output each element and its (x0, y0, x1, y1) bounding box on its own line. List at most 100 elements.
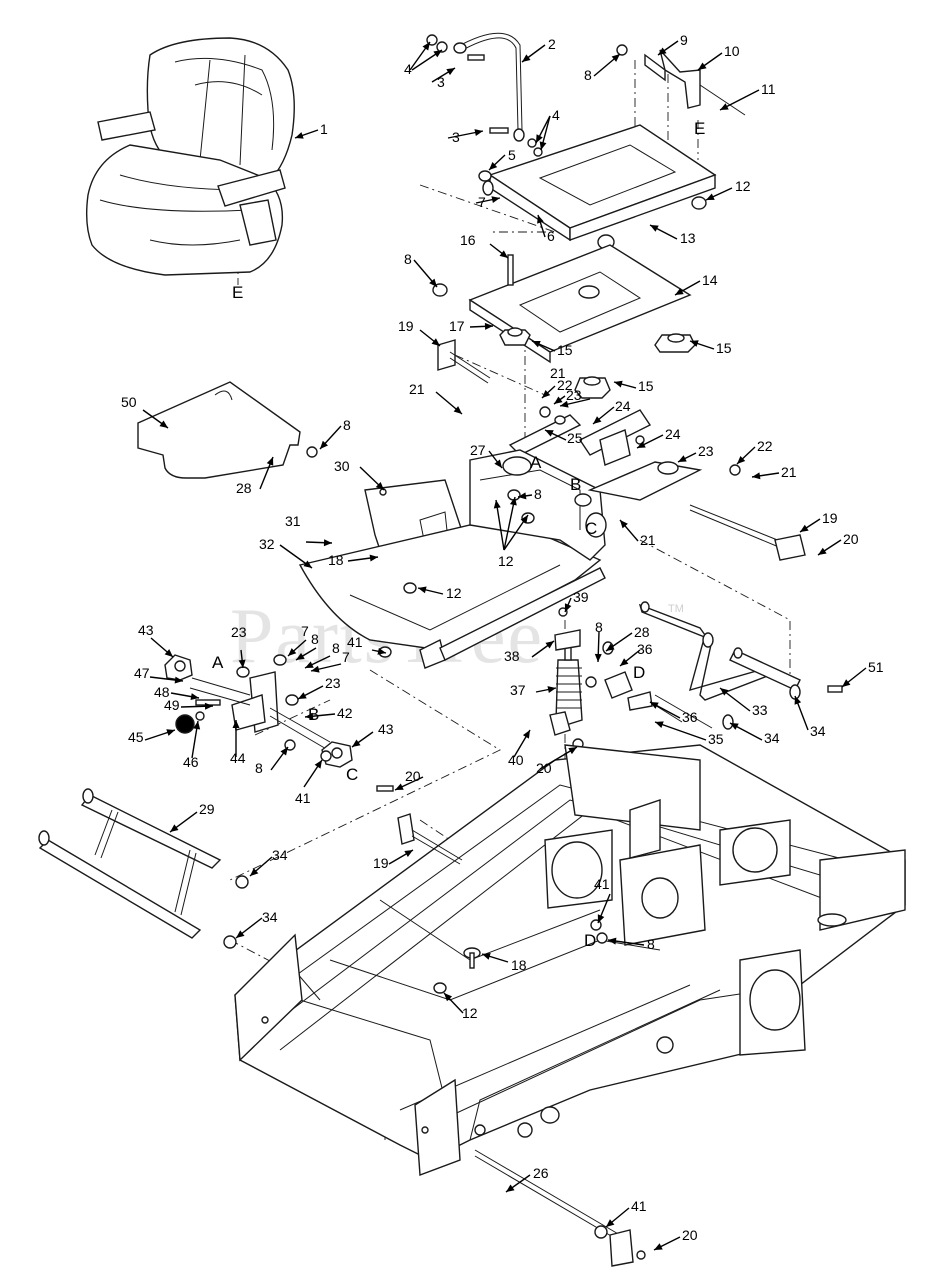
leader-arrowhead (800, 524, 809, 532)
leader-arrowhead (650, 702, 659, 709)
callout-47: 47 (134, 665, 150, 681)
leader-arrowhead (518, 492, 527, 500)
leader-arrowhead (164, 649, 173, 657)
callout-43: 43 (378, 721, 394, 737)
leader-arrowhead (522, 54, 531, 62)
callout-4: 4 (404, 61, 412, 77)
leader-arrowhead (311, 665, 320, 673)
leader-arrowhead (170, 824, 179, 832)
leader-arrowhead (190, 693, 199, 701)
callout-7: 7 (301, 623, 309, 639)
pin-part-19-right (587, 461, 806, 561)
callout-43: 43 (138, 622, 154, 638)
callout-46: 46 (183, 754, 199, 770)
callout-30: 30 (334, 458, 350, 474)
callout-34: 34 (272, 847, 288, 863)
callout-20: 20 (536, 760, 552, 776)
leader-arrowhead (594, 653, 602, 662)
leader-arrowhead (323, 539, 332, 547)
callout-21: 21 (781, 464, 797, 480)
ref-letter-b-upper: B (570, 475, 581, 494)
leader-arrowhead (606, 1219, 615, 1227)
leader-arrowhead (678, 455, 687, 462)
callout-21: 21 (409, 381, 425, 397)
u-frame-part-33 (585, 601, 843, 730)
ref-letter-c-upper: C (585, 519, 597, 538)
callout-8: 8 (255, 760, 263, 776)
callout-23: 23 (231, 624, 247, 640)
leader-arrowhead (560, 400, 569, 408)
cable-part-2 (426, 32, 543, 157)
callout-12: 12 (446, 585, 462, 601)
callout-51: 51 (868, 659, 884, 675)
leader-arrowhead (706, 193, 715, 200)
leader-arrowhead (305, 712, 314, 720)
leader-arrowhead (536, 134, 543, 143)
leader-arrowhead (431, 338, 440, 346)
leader-arrowhead (298, 692, 307, 699)
leader-arrowhead (818, 547, 827, 555)
callout-8: 8 (332, 640, 340, 656)
reference-letters: E E A B C D A B C D (212, 119, 705, 950)
leader-arrowhead (166, 729, 175, 736)
callout-27: 27 (470, 442, 486, 458)
cross-frame-part-29 (38, 788, 249, 949)
leader-arrowhead (232, 720, 240, 728)
callout-19: 19 (398, 318, 414, 334)
callout-48: 48 (154, 684, 170, 700)
ref-letter-c-lower: C (346, 765, 358, 784)
leader-arrowhead (377, 647, 386, 655)
callout-26: 26 (533, 1165, 549, 1181)
leader-arrowhead (554, 396, 563, 404)
leader-arrowhead (453, 406, 462, 414)
leader-arrowhead (433, 50, 442, 58)
callout-34: 34 (764, 730, 780, 746)
callout-41: 41 (594, 876, 610, 892)
callout-18: 18 (328, 552, 344, 568)
ref-letter-e-plate: E (694, 119, 705, 138)
callout-28: 28 (634, 624, 650, 640)
leader-arrowhead (730, 723, 739, 730)
callout-15: 15 (557, 342, 573, 358)
leader-arrowhead (547, 686, 556, 694)
leader-arrowhead (545, 430, 554, 437)
leader-arrowhead (444, 993, 453, 1002)
leader-arrowhead (395, 783, 404, 790)
leader-arrowhead (842, 679, 851, 687)
callout-49: 49 (164, 697, 180, 713)
shock-absorber-part-37 (549, 607, 584, 750)
leader-arrowhead (352, 739, 361, 747)
callout-8: 8 (595, 619, 603, 635)
callout-39: 39 (573, 589, 589, 605)
callout-15: 15 (716, 340, 732, 356)
callout-41: 41 (631, 1198, 647, 1214)
leader-arrowhead (606, 643, 615, 651)
callout-10: 10 (724, 43, 740, 59)
ref-letter-d-lower: D (584, 931, 596, 950)
leader-arrowhead (537, 215, 544, 224)
leader-arrowhead (522, 730, 530, 739)
leader-arrowhead (446, 68, 455, 76)
callout-9: 9 (680, 32, 688, 48)
ref-letter-e-seat: E (232, 283, 243, 302)
callout-12: 12 (735, 178, 751, 194)
callout-34: 34 (810, 723, 826, 739)
leader-arrowhead (499, 250, 508, 258)
leader-arrowhead (305, 661, 314, 668)
callout-25: 25 (567, 430, 583, 446)
callout-23: 23 (698, 443, 714, 459)
callout-31: 31 (285, 513, 301, 529)
leader-arrowhead (482, 953, 491, 960)
callout-8: 8 (404, 251, 412, 267)
callout-14: 14 (702, 272, 718, 288)
callout-6: 6 (547, 228, 555, 244)
leader-arrowhead (375, 481, 384, 490)
callout-22: 22 (557, 377, 573, 393)
leader-arrowhead (608, 937, 617, 945)
leader-arrowhead (303, 560, 312, 568)
callout-17: 17 (449, 318, 465, 334)
ref-letter-a-lower: A (212, 653, 224, 672)
leader-arrowhead (418, 586, 427, 594)
callout-35: 35 (708, 731, 724, 747)
callout-34: 34 (262, 909, 278, 925)
